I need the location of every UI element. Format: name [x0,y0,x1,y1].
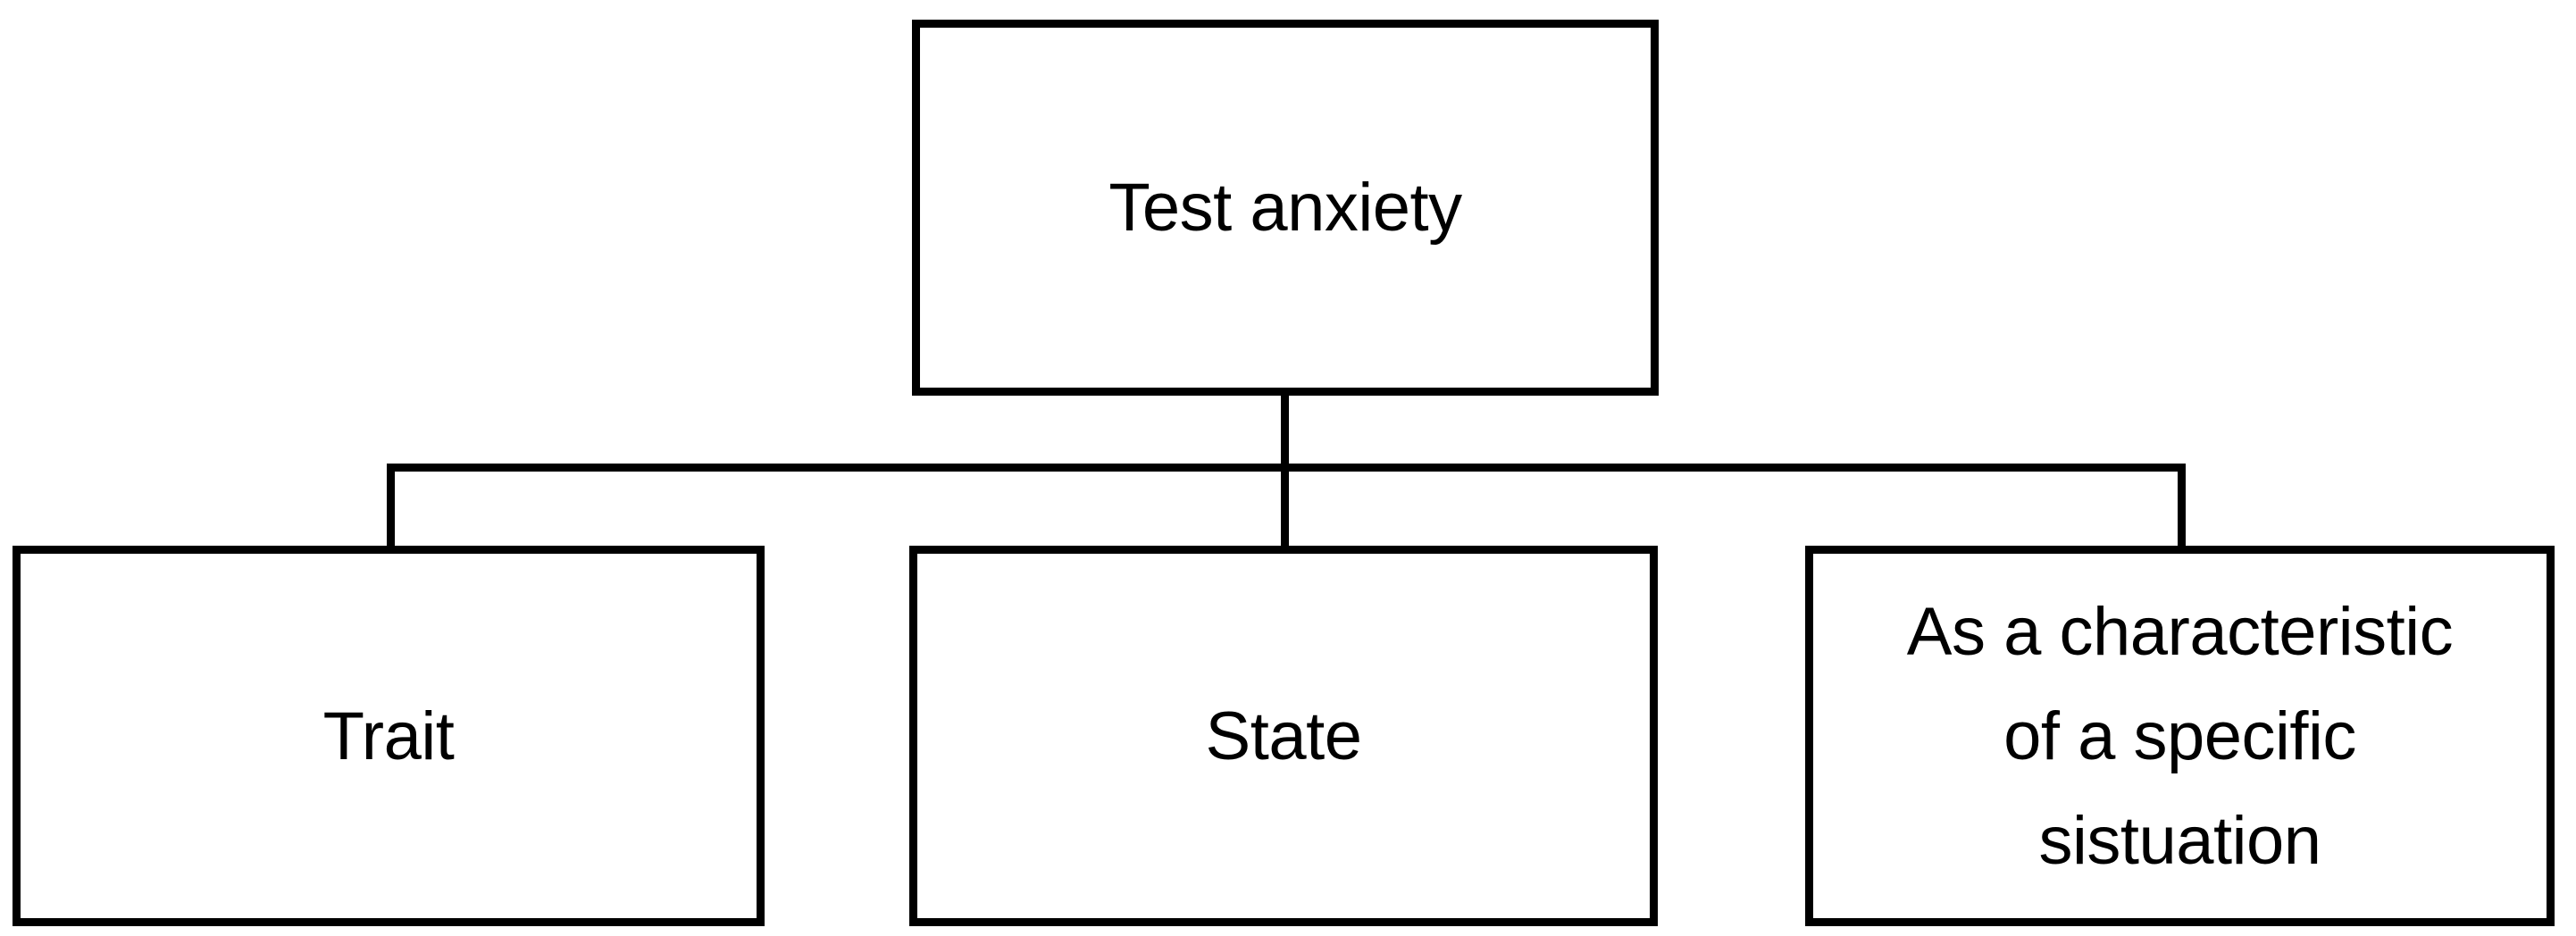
node-state-label: State [1205,698,1362,774]
connector-drop-trait [387,464,395,548]
node-test-anxiety-label: Test anxiety [1108,170,1462,246]
connector-root-stem [1281,390,1289,471]
node-trait-label: Trait [322,698,455,774]
connector-drop-characteristic [2178,464,2186,548]
node-characteristic-of-specific-situation[interactable]: As a characteristic of a specific sistua… [1805,546,2555,926]
connector-drop-state [1281,464,1289,548]
node-test-anxiety[interactable]: Test anxiety [912,20,1659,396]
node-trait[interactable]: Trait [13,546,765,926]
node-characteristic-label: As a characteristic of a specific sistua… [1906,593,2454,879]
node-state[interactable]: State [909,546,1658,926]
